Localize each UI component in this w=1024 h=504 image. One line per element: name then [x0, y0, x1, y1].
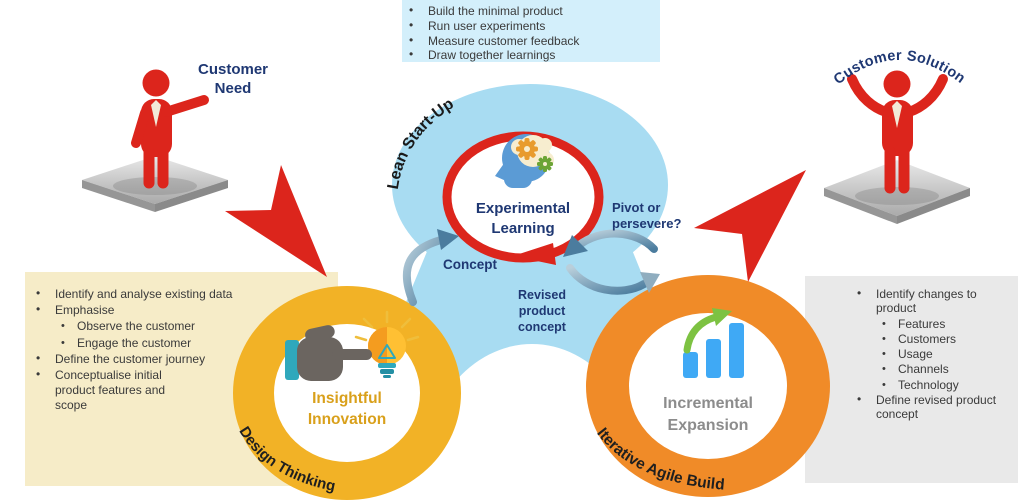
experimental-learning-title: Experimental Learning: [475, 200, 571, 237]
pivot-or-persevere-label: Pivot or persevere?: [612, 200, 682, 231]
list-item: Run user experiments: [406, 19, 658, 34]
list-item: Emphasise: [33, 302, 338, 318]
growth-arrowhead: [712, 308, 732, 326]
customer-need-platform: [82, 156, 228, 212]
customer-solution-platform: [824, 160, 970, 224]
concept-label: Concept: [443, 257, 497, 272]
revised-product-concept-label: Revised product concept: [518, 288, 566, 334]
tie: [892, 101, 902, 128]
agile-build-ring: [586, 275, 830, 497]
raised-arm-left: [847, 74, 891, 117]
customer-solution-figure: [847, 70, 948, 194]
list-item: Define revised product concept: [854, 392, 1022, 422]
list-item: Observe the customer: [55, 319, 338, 334]
list-item: Build the minimal product: [406, 4, 658, 19]
agile-build-bullet-list: Identify changes to product Features Cus…: [854, 286, 1022, 423]
extended-arm: [161, 95, 209, 117]
expansion-to-solution-arrow-icon: [694, 170, 806, 282]
insightful-innovation-title: Insightful Innovation: [307, 390, 387, 428]
list-item: Usage: [876, 347, 1022, 362]
customer-need-label: Customer Need: [197, 61, 268, 97]
list-item: Identify changes to product: [854, 286, 1022, 316]
lean-startup-bullet-list: Build the minimal product Run user exper…: [406, 4, 658, 64]
list-item: Technology: [876, 378, 1022, 393]
list-item: Define the customer journey: [33, 351, 338, 367]
list-item: Features: [876, 317, 1022, 332]
design-thinking-bullet-list: Identify and analyse existing data Empha…: [33, 286, 338, 415]
need-to-innovation-arrow-icon: [225, 165, 327, 277]
concept-flow-arrow-icon: [402, 229, 459, 306]
orange-gear-icon: [516, 138, 538, 160]
head-with-gears-icon: [495, 134, 554, 188]
list-item: Customers: [876, 332, 1022, 347]
list-item: Conceptualise initial product features a…: [33, 367, 338, 414]
customer-need-figure: [131, 69, 209, 189]
list-item: Measure customer feedback: [406, 34, 658, 49]
ring-arrowhead-icon: [513, 243, 556, 265]
tie: [151, 100, 161, 127]
list-item: Draw together learnings: [406, 48, 658, 63]
green-gear-icon: [537, 156, 553, 172]
pivot-cycle-arrows-icon: [563, 229, 660, 295]
raised-arm-right: [904, 74, 948, 117]
growth-bar-chart-icon: [683, 308, 744, 378]
list-item: Channels: [876, 362, 1022, 377]
incremental-expansion-title: Incremental Expansion: [663, 395, 753, 434]
list-item: Engage the customer: [55, 336, 338, 351]
list-item: Identify and analyse existing data: [33, 286, 338, 302]
bulb-rays: [354, 310, 420, 342]
